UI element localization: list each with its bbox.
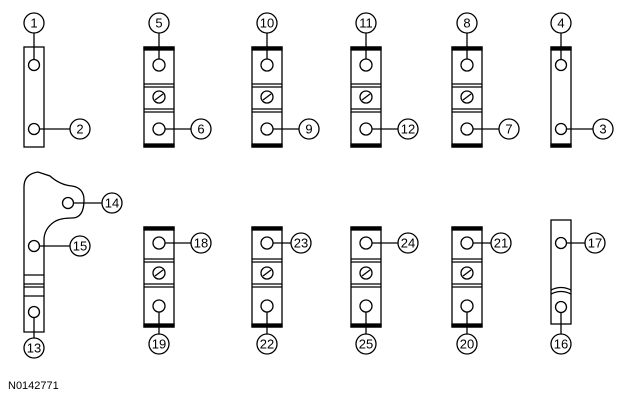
callout-10: 10	[260, 16, 274, 31]
callout-3: 3	[599, 122, 606, 137]
callout-22: 22	[260, 337, 274, 352]
bracket-bottom-left	[23, 171, 85, 333]
callout-7: 7	[505, 122, 512, 137]
callout-16: 16	[554, 337, 568, 352]
callout-13: 13	[27, 341, 41, 356]
main-bearing-cap-bottom-1	[143, 226, 175, 328]
callout-5: 5	[155, 16, 162, 31]
callout-4: 4	[557, 16, 564, 31]
callout-1: 1	[30, 16, 37, 31]
callout-21: 21	[494, 236, 508, 251]
bracket-top-right	[550, 46, 572, 148]
callout-20: 20	[460, 337, 474, 352]
main-bearing-cap-top-1	[143, 46, 175, 148]
callout-15: 15	[73, 239, 87, 254]
bolt-hole	[27, 122, 41, 136]
callout-8: 8	[463, 16, 470, 31]
callout-11: 11	[359, 16, 373, 31]
main-bearing-cap-top-3	[350, 46, 382, 148]
callout-circles	[23, 12, 614, 359]
main-bearing-cap-top-2	[251, 46, 283, 148]
callout-2: 2	[76, 122, 83, 137]
callout-18: 18	[194, 236, 208, 251]
bolt-hole	[27, 58, 41, 72]
callout-17: 17	[588, 236, 602, 251]
callout-6: 6	[197, 122, 204, 137]
callout-14: 14	[105, 196, 119, 211]
callout-9: 9	[305, 122, 312, 137]
callout-24: 24	[401, 236, 415, 251]
figure-id: N0142771	[8, 380, 59, 392]
leader-lines	[33, 33, 593, 338]
callout-19: 19	[152, 337, 166, 352]
callout-12: 12	[401, 122, 415, 137]
main-bearing-cap-top-4	[451, 46, 483, 148]
callout-23: 23	[294, 236, 308, 251]
bracket-bottom-right	[550, 219, 572, 325]
callout-25: 25	[359, 337, 373, 352]
bracket-top-left	[23, 46, 45, 148]
